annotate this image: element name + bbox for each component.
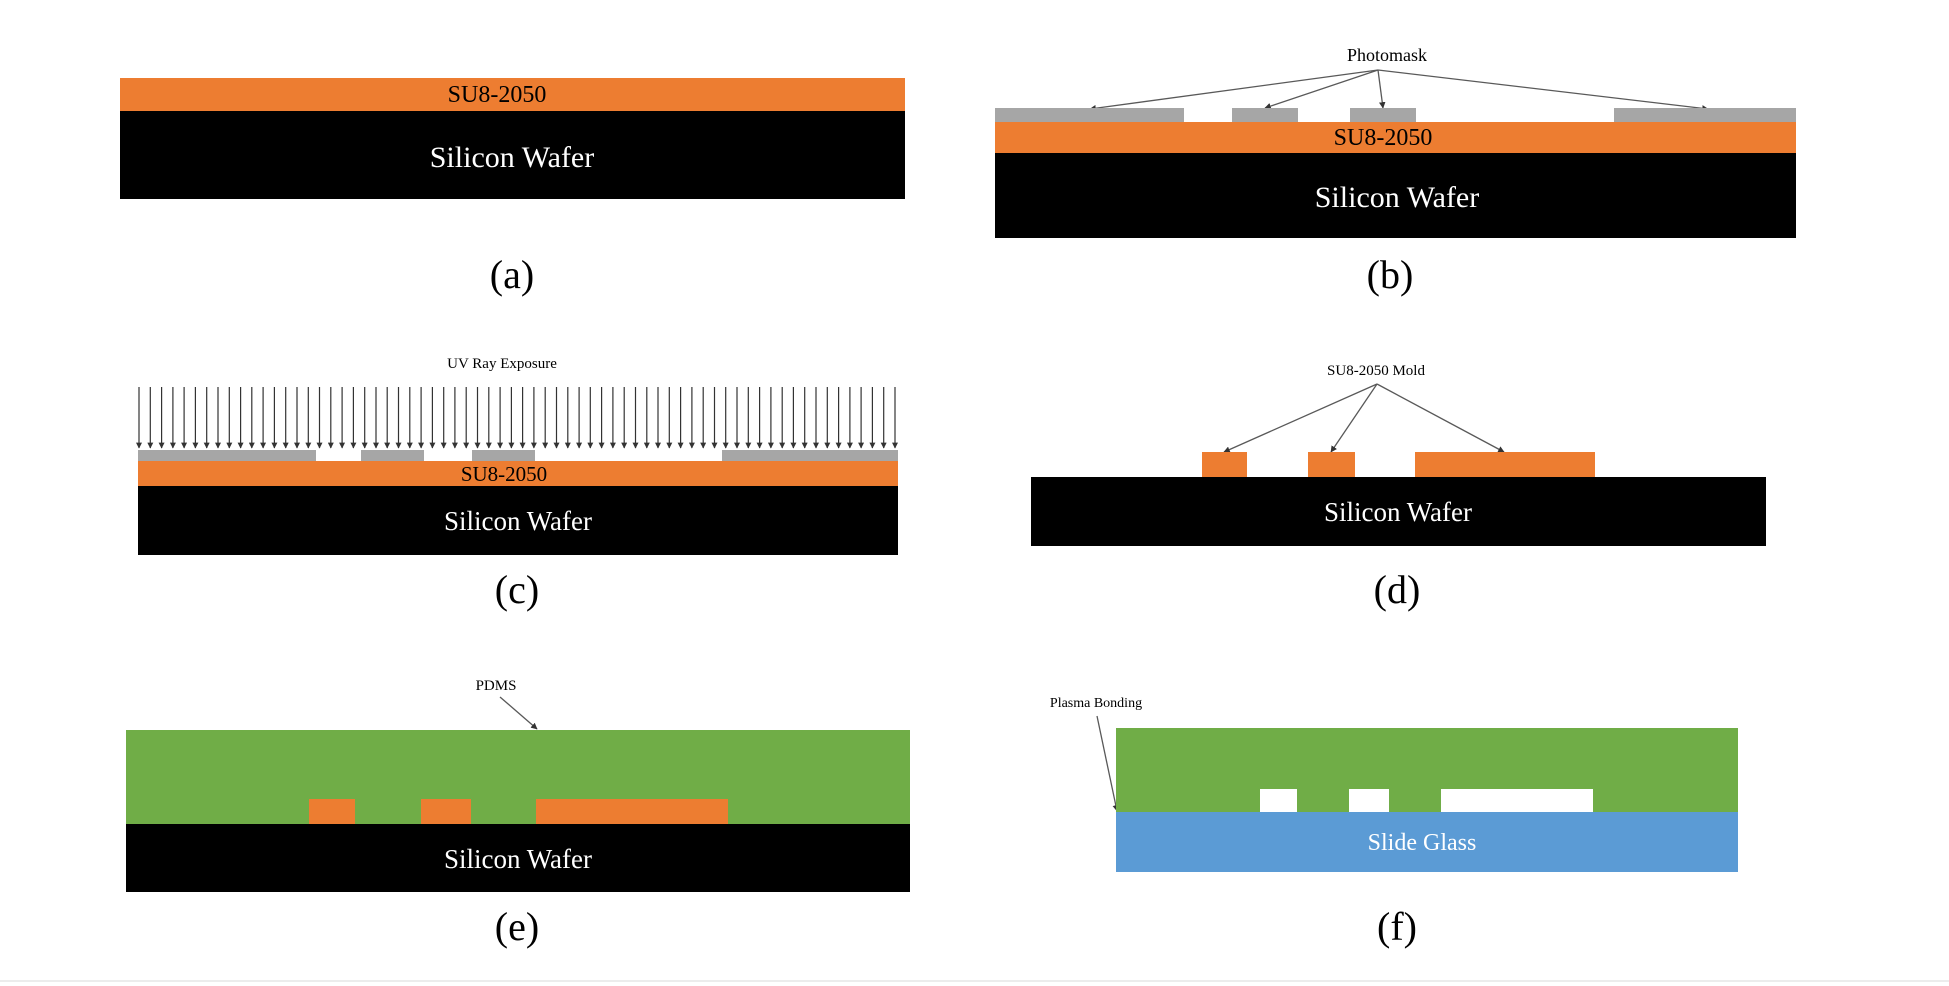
leader-line (1089, 69, 1379, 112)
silicon-wafer (1031, 477, 1766, 546)
panel-caption: (b) (1367, 252, 1414, 297)
panel-caption: (c) (495, 567, 539, 612)
leader-line (1264, 69, 1379, 110)
panel-b: Photomask SU8-2050 Silicon Wafer (b) (995, 45, 1796, 297)
panel-caption: (a) (490, 252, 534, 297)
wafer-label: Silicon Wafer (430, 141, 595, 174)
wafer-label: Silicon Wafer (444, 506, 592, 536)
microchannel (1441, 789, 1593, 812)
su8-layer (995, 122, 1796, 153)
photomask-segment (1232, 108, 1298, 122)
pdms-callout: PDMS (476, 678, 517, 694)
su8-mold-feature (309, 799, 355, 824)
pdms-layer (126, 730, 910, 824)
su8-mold-feature (1308, 452, 1355, 477)
leader-line (1223, 383, 1378, 453)
microchannel (1260, 789, 1297, 812)
su8-label: SU8-2050 (461, 462, 547, 486)
panel-a: SU8-2050 Silicon Wafer (a) (120, 78, 905, 297)
su8-layer (120, 78, 905, 111)
wafer-label: Silicon Wafer (1315, 181, 1480, 214)
uv-ray-arrows (136, 387, 898, 449)
panel-d: SU8-2050 Mold Silicon Wafer (d) (1031, 363, 1766, 612)
silicon-wafer (126, 824, 910, 892)
su8-mold-feature (536, 799, 728, 824)
microchannel (1349, 789, 1389, 812)
leader-line (1376, 383, 1505, 453)
plasma-bonding-leader-line (1096, 715, 1119, 812)
panel-e: PDMS Silicon Wafer (e) (126, 678, 910, 949)
photomask-segment (1350, 108, 1416, 122)
photomask-segment (995, 108, 1184, 122)
su8-mold-feature (1202, 452, 1247, 477)
panel-caption: (e) (495, 904, 539, 949)
silicon-wafer (995, 153, 1796, 238)
su8-label: SU8-2050 (1334, 125, 1433, 151)
photomask-segment (1614, 108, 1796, 122)
photomask-segment (472, 450, 535, 461)
bottom-divider (0, 980, 1949, 982)
mold-leader-lines (1223, 383, 1505, 453)
mold-callout: SU8-2050 Mold (1327, 363, 1425, 379)
photomask-segment (722, 450, 898, 461)
leader-line (1377, 69, 1709, 112)
silicon-wafer (138, 486, 898, 555)
slide-glass (1116, 812, 1738, 872)
pdms-layer (1116, 728, 1738, 812)
photomask-segment (138, 450, 316, 461)
su8-mold-feature (1415, 452, 1595, 477)
panel-f: Plasma Bonding Slide Glass (f) (1050, 696, 1738, 949)
leader-line (1330, 383, 1378, 453)
su8-mold-feature (421, 799, 471, 824)
su8-layer (138, 461, 898, 486)
panel-caption: (d) (1374, 567, 1421, 612)
photomask-segment (361, 450, 424, 461)
photomask-leader-lines (1089, 69, 1709, 112)
plasma-bonding-callout: Plasma Bonding (1050, 696, 1142, 711)
uv-exposure-callout: UV Ray Exposure (447, 356, 557, 372)
glass-label: Slide Glass (1368, 830, 1477, 856)
leader-line (1377, 69, 1386, 109)
pdms-leader-line (499, 696, 538, 730)
silicon-wafer (120, 111, 905, 199)
wafer-label: Silicon Wafer (444, 844, 592, 874)
photomask-callout: Photomask (1347, 45, 1427, 65)
su8-label: SU8-2050 (448, 82, 547, 108)
panel-c: UV Ray Exposure SU8-2050 Silicon Wafer (… (136, 356, 898, 612)
wafer-label: Silicon Wafer (1324, 497, 1472, 527)
panel-caption: (f) (1377, 904, 1417, 949)
